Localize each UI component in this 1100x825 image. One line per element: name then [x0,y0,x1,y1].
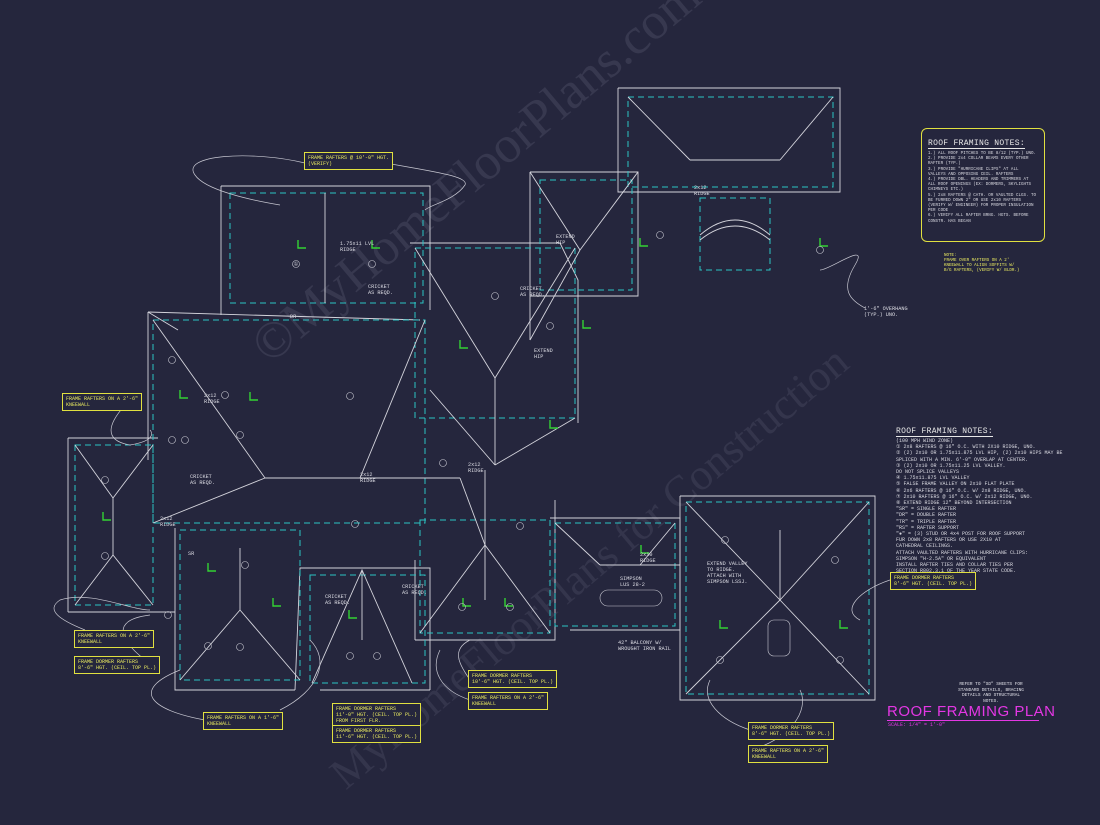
zone-note-item: "RS" = RAFTER SUPPORT [896,524,960,531]
zone-note-item: ④ 1.75x11.875 LVL VALLEY [896,475,970,482]
plan-title: ROOF FRAMING PLAN [887,703,1056,720]
callout-kneewall: FRAME RAFTERS ON A 2'-6" KNEEWALL [748,745,829,763]
callout-dormer-rafters: FRAME DORMER RAFTERS 11'-6" HGT. (CEIL. … [332,725,422,743]
zone-note-item: DO NOT SPLICE VALLEYS [896,469,960,476]
note-item: 2.) PROVIDE 2x4 COLLAR BEAMS EVERY OTHER… [928,157,1029,167]
callout-rafter-height: FRAME RAFTERS @ 10'-0" HGT. (VERIFY) [304,152,394,170]
dr-label: DR [290,314,296,320]
callout-dormer-rafters: FRAME DORMER RAFTERS 10'-6" HGT. (CEIL. … [468,670,558,688]
callout-kneewall: FRAME RAFTERS ON A 1'-6" KNEEWALL [203,712,284,730]
note-item: 5.) 2x8 RAFTERS @ CATH. OR VAULTED CLGS.… [928,193,1037,214]
side-note: NOTE: FRAME OVER RAFTERS ON A 2' KNEEWAL… [944,254,1020,273]
zone-note-item: ⑥ 2x6 RAFTERS @ 16" O.C. W/ 2x8 RIDGE, U… [896,487,1027,494]
callout-kneewall: FRAME RAFTERS ON A 2'-6" KNEEWALL [468,692,549,710]
zone-note-item: SIMPSON "H-2.5A" OR EQUIVALENT [896,555,987,562]
zone-note-item: ② (2) 2x10 OR 1.75x11.875 LVL HIP, (2) 2… [896,450,1063,457]
slope-arrows [102,238,848,629]
zone-note-item: ⑤ FALSE FRAME VALLEY ON 2x10 FLAT PLATE [896,481,1015,488]
wall-lines [74,96,870,695]
callout-dormer-rafters: FRAME DORMER RAFTERS 8'-6" HGT. (CEIL. T… [890,572,977,590]
callout-dormer-rafters: FRAME DORMER RAFTERS 8'-6" HGT. (CEIL. T… [74,656,161,674]
zone-note-item: ⑧ EXTEND RIDGE 12" BEYOND INTERSECTION [896,500,1012,507]
hips-and-ridges [74,96,870,695]
zone-note-item: ① 2x8 RAFTERS @ 16" O.C. WITH 2X10 RIDGE… [896,444,1036,451]
zone-note-item: ⑦ 2x10 RAFTERS @ 16" O.C. W/ 2x12 RIDGE,… [896,493,1033,500]
balcony-label: 42" BALCONY W/WROUGHT IRON RAIL [618,640,671,652]
roof-outline [67,87,876,701]
zone-note-item: SPLICED WITH A MIN. 6'-0" OVERLAP AT CEN… [896,456,1029,463]
zone-note-item: SECTION R802.3.1 OF THE YEAR STATE CODE. [896,568,1017,575]
zone-note-item: (100 MPH WIND ZONE) [896,438,954,444]
zone-notes-title: ROOF FRAMING NOTES: [896,427,993,437]
callout-dormer-rafters: FRAME DORMER RAFTERS 8'-6" HGT. (CEIL. T… [748,722,835,740]
callout-kneewall: FRAME RAFTERS ON A 2'-6" KNEEWALL [62,393,143,411]
zone-note-item: ③ (2) 2x10 OR 1.75x11.25 LVL VALLEY. [896,462,1006,469]
leader-lines [53,155,891,751]
callout-dormer-rafters: FRAME DORMER RAFTERS 11'-0" HGT. (CEIL. … [332,703,422,727]
callout-kneewall: FRAME RAFTERS ON A 2'-6" KNEEWALL [74,630,155,648]
note-item: 6.) VERIFY ALL RAFTER BRNG. HGTS. BEFORE… [928,214,1029,224]
zone-notes: ROOF FRAMING NOTES: (100 MPH WIND ZONE) … [896,420,1086,574]
zone-note-item: ATTACH VAULTED RAFTERS WITH HURRICANE CL… [896,549,1029,556]
dormer-arch [599,219,791,657]
zone-note-item: "SR" = SINGLE RAFTER [896,506,957,513]
scale-label: SCALE: 1/4" = 1'-0" [888,722,946,728]
zone-note-item: INSTALL RAFTER TIES AND COLLAR TIES PER [896,562,1014,569]
zone-note-item: FUR DOWN 2x8 RAFTERS OR USE 2X10 AT [896,537,1002,544]
svg-text:①: ① [294,260,299,267]
note-item: 3.) PROVIDE "HURRICANE CLIPS" AT ALL VAL… [928,167,1019,177]
note-item: 1.) ALL ROOF PITCHES TO BE 8/12 (TYP.) U… [928,152,1037,156]
refer-note: REFER TO "SD" SHEETS FOR STANDARD DETAIL… [958,682,1024,704]
framing-notes-box: ROOF FRAMING NOTES: 1.) ALL ROOF PITCHES… [921,128,1045,242]
zone-note-item: "DR" = DOUBLE RAFTER [896,512,957,519]
overhang-label: 1'-6" OVERHANG(TYP.) UNO. [864,306,908,318]
title-underline [887,720,1039,721]
zone-note-item: CATHEDRAL CEILINGS. [896,543,954,550]
zone-note-item: "●" = (3) STUD OR 4x4 POST FOR ROOF SUPP… [896,531,1026,538]
note-item: 4.) PROVIDE DBL. HEADERS AND TRIMMERS AT… [928,178,1032,193]
framing-notes-title: ROOF FRAMING NOTES: [928,139,1025,149]
sr-label: SR [188,551,194,557]
zone-note-item: "TR" = TRIPLE RAFTER [896,518,957,525]
note-markers: ① [101,231,844,664]
